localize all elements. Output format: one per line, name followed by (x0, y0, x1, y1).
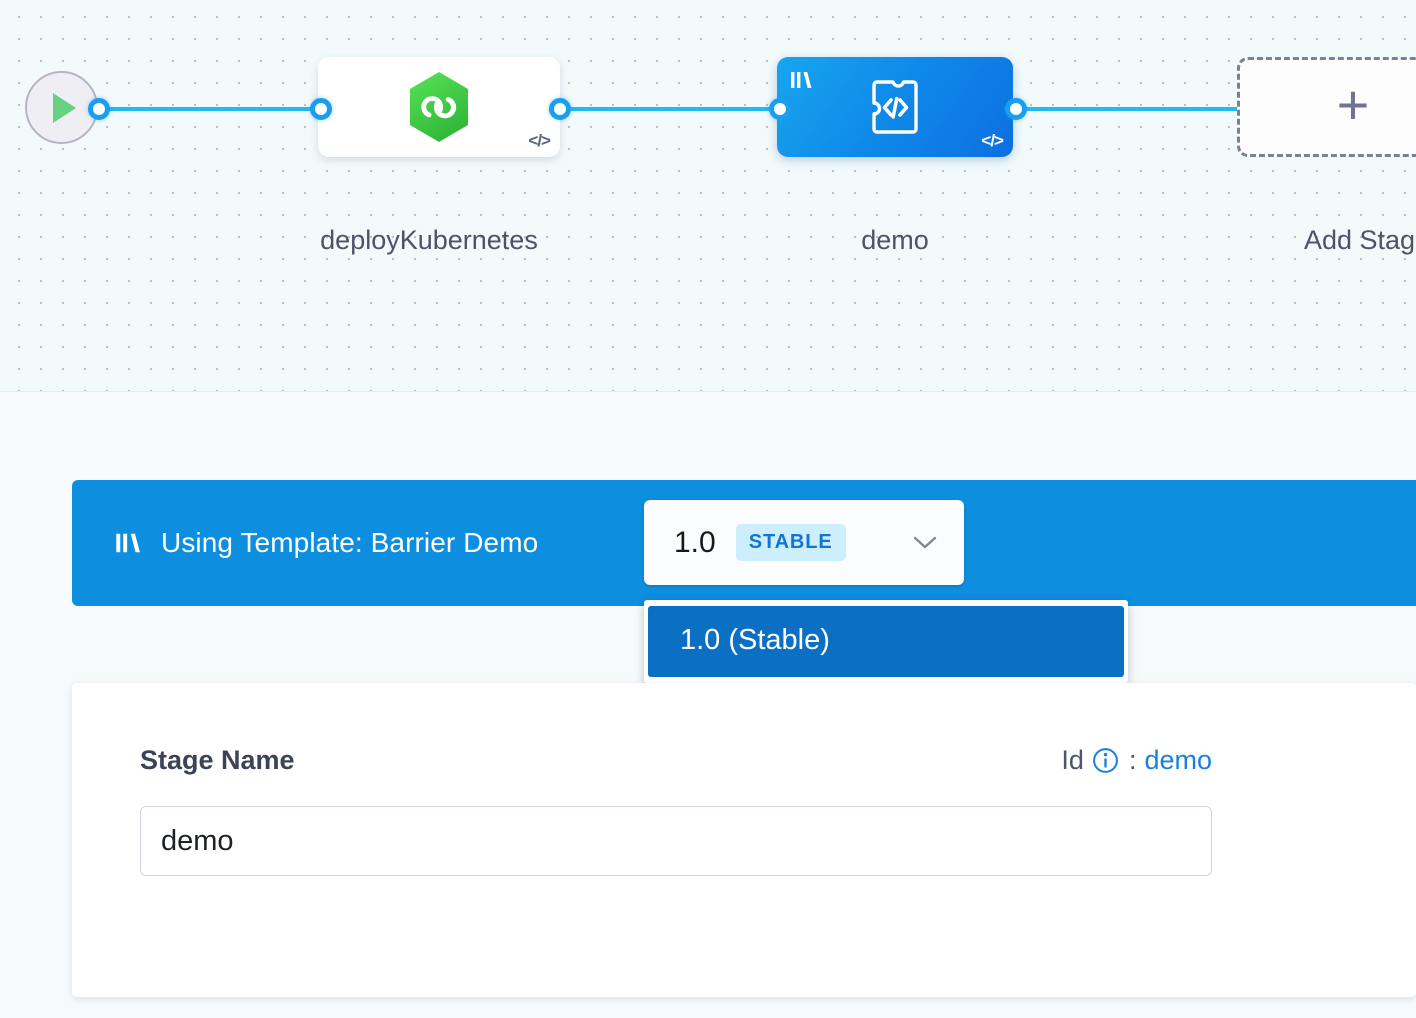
port-deploy-out[interactable] (549, 98, 571, 120)
using-template-text: Using Template: Barrier Demo (161, 527, 539, 558)
stage-node-demo[interactable]: </> (777, 57, 1013, 157)
stage-label-deploykubernetes: deployKubernetes (320, 225, 538, 255)
template-version-dropdown[interactable]: 1.0 STABLE (644, 500, 964, 585)
stage-id-group: Id : demo (1061, 745, 1212, 776)
edge-start-to-deploy (96, 107, 326, 111)
port-demo-in[interactable] (769, 98, 791, 120)
plus-icon: + (1336, 73, 1370, 136)
stable-badge: STABLE (735, 524, 846, 561)
add-stage-label: Add Stage (1303, 225, 1416, 255)
stage-label-demo: demo (861, 225, 929, 255)
stage-config-panel: Using Template: Barrier Demo 1.0 STABLE … (0, 393, 1416, 1018)
stage-node-deploykubernetes[interactable]: </> (318, 57, 560, 157)
add-stage-button[interactable]: + (1237, 57, 1416, 157)
stage-name-input[interactable]: demo (140, 806, 1212, 876)
pipeline-canvas[interactable]: </> </> (0, 0, 1416, 392)
code-badge-icon: </> (528, 131, 551, 150)
template-version-value: 1.0 (674, 525, 716, 559)
harness-cd-hexagon-icon (407, 71, 471, 143)
port-deploy-in[interactable] (310, 98, 332, 120)
id-separator: : (1128, 745, 1137, 775)
template-bars-icon (789, 67, 815, 93)
code-badge-icon: </> (981, 131, 1004, 150)
pipeline-start-node[interactable] (25, 71, 98, 144)
info-circle-icon[interactable] (1092, 747, 1119, 774)
stage-details-card: Stage Name Id : demo demo (72, 683, 1416, 997)
port-start-out[interactable] (88, 98, 110, 120)
template-puzzle-code-icon (858, 70, 932, 144)
port-demo-out[interactable] (1005, 98, 1027, 120)
stage-id-value: demo (1144, 745, 1212, 775)
using-template-banner: Using Template: Barrier Demo 1.0 STABLE (72, 480, 1416, 606)
id-label: Id (1061, 745, 1084, 775)
play-icon (53, 92, 76, 123)
menu-item-version-1-0[interactable]: 1.0 (Stable) (648, 606, 1124, 677)
stage-name-label: Stage Name (140, 745, 295, 775)
edge-deploy-to-demo (553, 107, 789, 111)
edge-demo-to-add (1005, 107, 1257, 111)
template-bars-icon (114, 528, 144, 558)
chevron-down-icon[interactable] (912, 535, 938, 551)
template-version-menu[interactable]: 1.0 (Stable) (644, 600, 1128, 683)
stage-name-row: Stage Name Id : demo (140, 745, 1212, 776)
